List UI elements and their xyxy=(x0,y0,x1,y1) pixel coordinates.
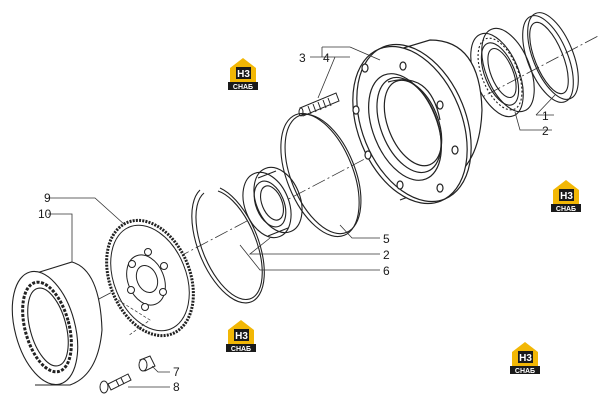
watermark-caption: CHAБ xyxy=(515,368,535,375)
watermark-caption: CHAБ xyxy=(231,346,251,353)
watermark-logo-mark: H3 xyxy=(519,353,532,364)
callout-3: 3 xyxy=(299,51,306,65)
watermark-mark-box xyxy=(559,189,574,201)
callout-5: 5 xyxy=(383,232,390,246)
callout-2-top: 2 xyxy=(542,124,549,138)
watermark-logo-mark: H3 xyxy=(235,331,248,342)
callout-4: 4 xyxy=(323,51,330,65)
part-1-ring xyxy=(522,12,579,103)
watermark-caption-band xyxy=(551,204,581,212)
watermark-caption-band xyxy=(228,82,258,90)
part-2-bearing-middle xyxy=(242,166,303,239)
callout-6: 6 xyxy=(383,264,390,278)
watermark-mark-box xyxy=(236,67,251,79)
watermark-caption-band xyxy=(510,366,540,374)
callout-1: 1 xyxy=(542,109,549,123)
watermark-caption: CHAБ xyxy=(556,206,576,213)
guide-line-carrier xyxy=(117,299,151,337)
watermark-caption: CHAБ xyxy=(233,84,253,91)
watermark-logo-mark: H3 xyxy=(237,69,250,80)
part-10-ring-gear xyxy=(11,261,103,386)
part-3-stud xyxy=(298,92,340,117)
callout-9: 9 xyxy=(44,191,51,205)
watermark-mark-box xyxy=(234,329,249,341)
callout-7: 7 xyxy=(173,365,180,379)
part-7-nut xyxy=(138,355,156,372)
watermark-mark-box xyxy=(518,351,533,363)
callout-8: 8 xyxy=(173,380,180,394)
wheel-hub xyxy=(352,39,483,205)
leader-lines xyxy=(48,46,556,388)
watermark-logo-mark: H3 xyxy=(560,191,573,202)
part-6-snap-ring xyxy=(191,187,265,304)
callout-2-middle: 2 xyxy=(383,248,390,262)
part-9-gear-carrier xyxy=(105,218,195,338)
part-2-bearing-top xyxy=(470,27,535,118)
callout-10: 10 xyxy=(38,207,52,221)
watermark-caption-band xyxy=(226,344,256,352)
part-8-bolt xyxy=(99,373,132,394)
